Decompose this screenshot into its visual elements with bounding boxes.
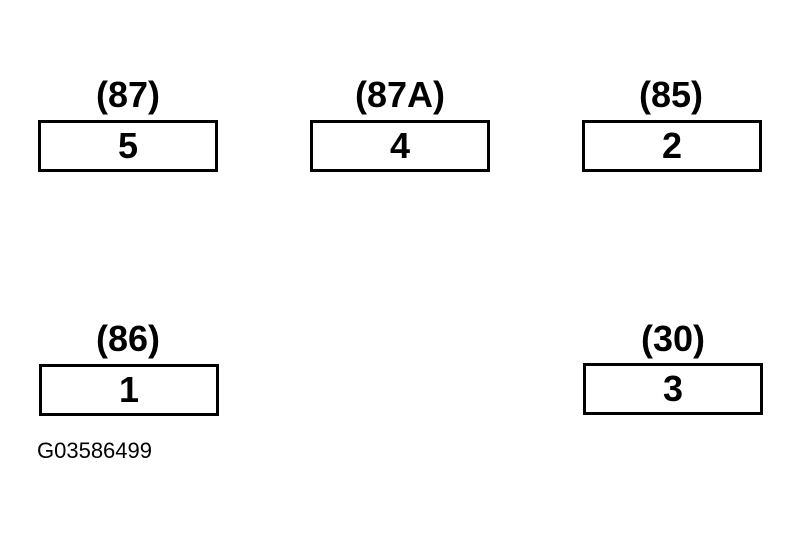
pin-box-2: 2 [582, 120, 762, 172]
pin-number: 4 [389, 125, 411, 166]
pin-box-1: 1 [39, 364, 219, 416]
figure-id: G03586499 [37, 438, 152, 463]
pin-box-5: 5 [38, 120, 218, 172]
terminal-label-87a: (87A) [354, 74, 446, 115]
pin-number: 5 [117, 125, 139, 166]
pin-number: 2 [661, 125, 683, 166]
terminal-label-30: (30) [640, 318, 706, 359]
terminal-label-86: (86) [95, 318, 161, 359]
pin-box-4: 4 [310, 120, 490, 172]
terminal-label-87: (87) [95, 74, 161, 115]
pin-box-3: 3 [583, 363, 763, 415]
pin-number: 3 [662, 368, 684, 409]
terminal-label-85: (85) [638, 74, 704, 115]
pin-number: 1 [118, 369, 140, 410]
